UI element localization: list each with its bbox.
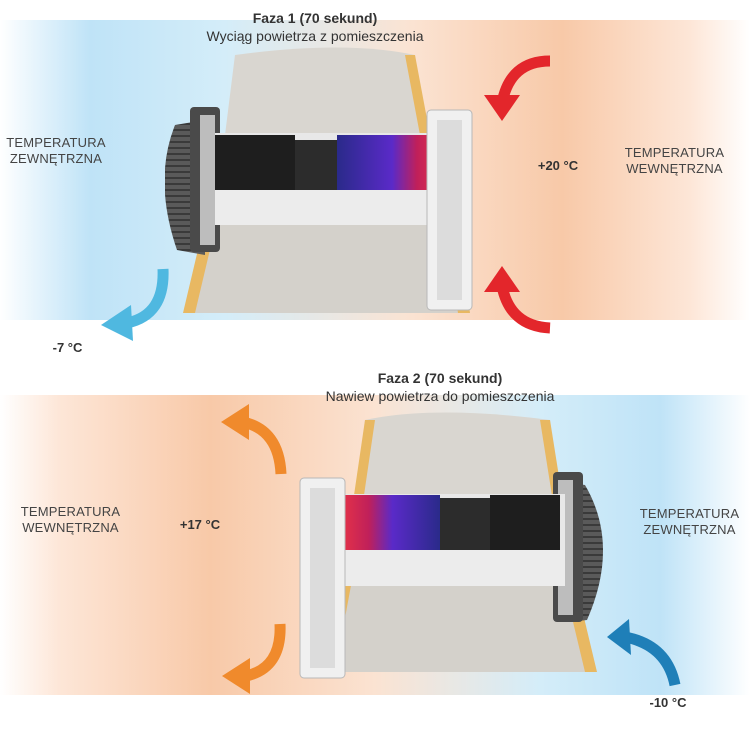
phase2-outside-temp: -10 °C: [649, 695, 687, 710]
phase1-outside-label: TEMPERATURA ZEWNĘTRZNA: [6, 135, 106, 166]
phase2-outside-label: TEMPERATURA ZEWNĘTRZNA: [639, 506, 740, 537]
phase1-cold-air-out-arrow: [101, 268, 169, 341]
phase2-warm-air-out-top-arrow: [221, 404, 287, 475]
phase1-subtitle: Wyciąg powietrza z pomieszczenia: [206, 28, 424, 44]
phase1-inside-temp: +20 °C: [537, 158, 579, 173]
phase1-title: Faza 1 (70 sekund): [252, 10, 378, 26]
phase2-inside-label: TEMPERATURA WEWNĘTRZNA: [20, 504, 121, 535]
phase2-ventilator-unit: [299, 412, 604, 679]
phase1-inside-label: TEMPERATURA WEWNĘTRZNA: [624, 145, 725, 176]
phase1-ventilator-unit: [165, 47, 473, 313]
phase2-inside-temp: +17 °C: [179, 517, 221, 532]
phase1-outside-temp: -7 °C: [52, 340, 83, 355]
phase1-warm-air-in-arrow: [484, 55, 551, 121]
phase1-warm-air-return-arrow: [484, 266, 551, 334]
phase2-warm-air-out-bottom-arrow: [222, 623, 286, 694]
phase2-title: Faza 2 (70 sekund): [377, 370, 503, 386]
phase2-subtitle: Nawiew powietrza do pomieszczenia: [325, 388, 555, 404]
phase2-cold-air-in-arrow: [607, 619, 681, 687]
